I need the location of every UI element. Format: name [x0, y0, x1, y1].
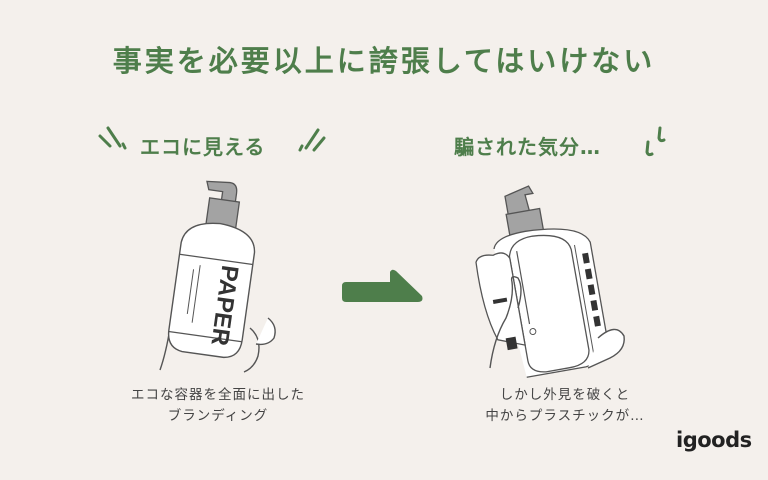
arrow-right-icon [342, 269, 423, 302]
paper-bottle-illustration: PAPER [159, 180, 276, 373]
right-caption-line1: しかし外見を破くと [499, 387, 631, 403]
sweat-drops-icon [645, 126, 666, 157]
emphasis-lines-left-icon [98, 126, 127, 150]
left-caption: エコな容器を全面に出した ブランディング [90, 385, 346, 427]
right-caption-line2: 中からプラスチックが… [485, 408, 645, 424]
page-title: 事実を必要以上に誇張してはいけない [112, 44, 656, 78]
left-caption-line1: エコな容器を全面に出した [131, 387, 305, 403]
right-caption: しかし外見を破くと 中からプラスチックが… [430, 385, 700, 427]
torn-bottle-illustration [475, 185, 625, 378]
right-heading: 騙された気分… [454, 135, 601, 159]
left-heading: エコに見える [140, 135, 266, 159]
emphasis-lines-right-icon [298, 128, 326, 152]
left-caption-line2: ブランディング [167, 408, 269, 424]
igoods-logo: igoods [676, 428, 752, 452]
